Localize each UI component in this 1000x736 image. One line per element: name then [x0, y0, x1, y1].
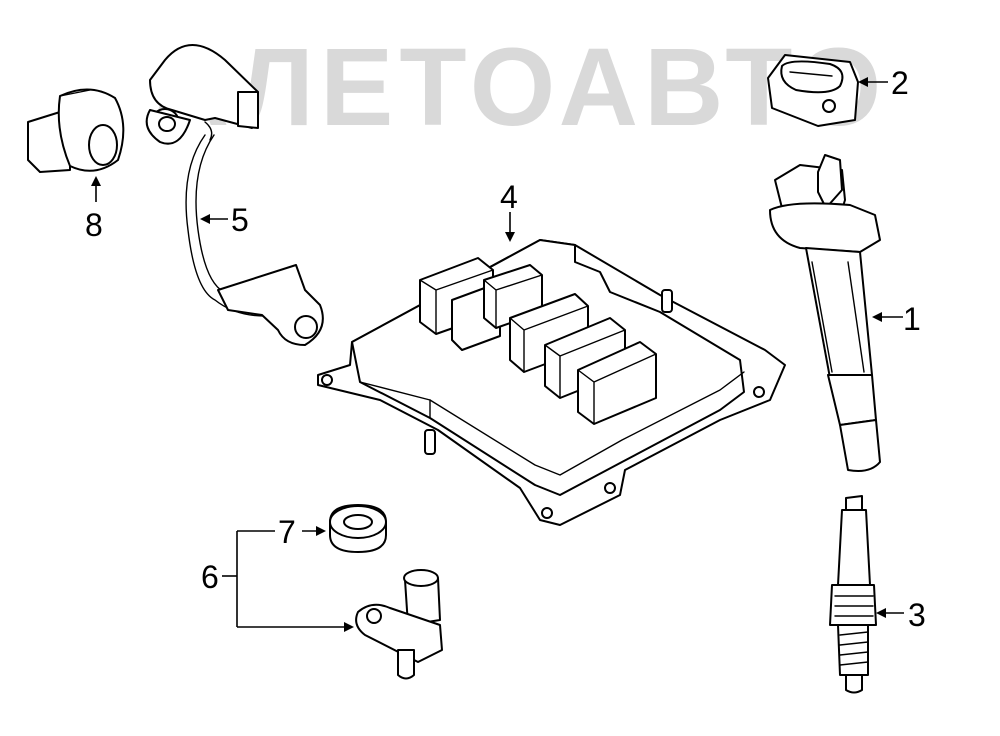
- leader-lines: [91, 77, 904, 632]
- watermark-text: АЛЕТОАВТО: [150, 26, 887, 149]
- bracket-drawing: [767, 54, 859, 127]
- callout-4-label: 4: [500, 179, 518, 215]
- callout-7-label: 7: [278, 514, 296, 550]
- callout-3-label: 3: [908, 597, 926, 633]
- knock-sensor-drawing: [27, 88, 125, 173]
- callout-8-label: 8: [85, 207, 103, 243]
- o-ring-drawing: [329, 504, 387, 553]
- callout-5-label: 5: [231, 202, 249, 238]
- callout-6-label: 6: [201, 559, 219, 595]
- callout-2-label: 2: [891, 65, 909, 101]
- ignition-coil-drawing: [769, 154, 881, 472]
- callout-1-label: 1: [903, 301, 921, 337]
- camshaft-sensor-drawing: [145, 44, 324, 346]
- engine-control-module-drawing: [317, 239, 786, 526]
- spark-plug-drawing: [829, 495, 877, 694]
- crankshaft-sensor-drawing: [355, 569, 443, 680]
